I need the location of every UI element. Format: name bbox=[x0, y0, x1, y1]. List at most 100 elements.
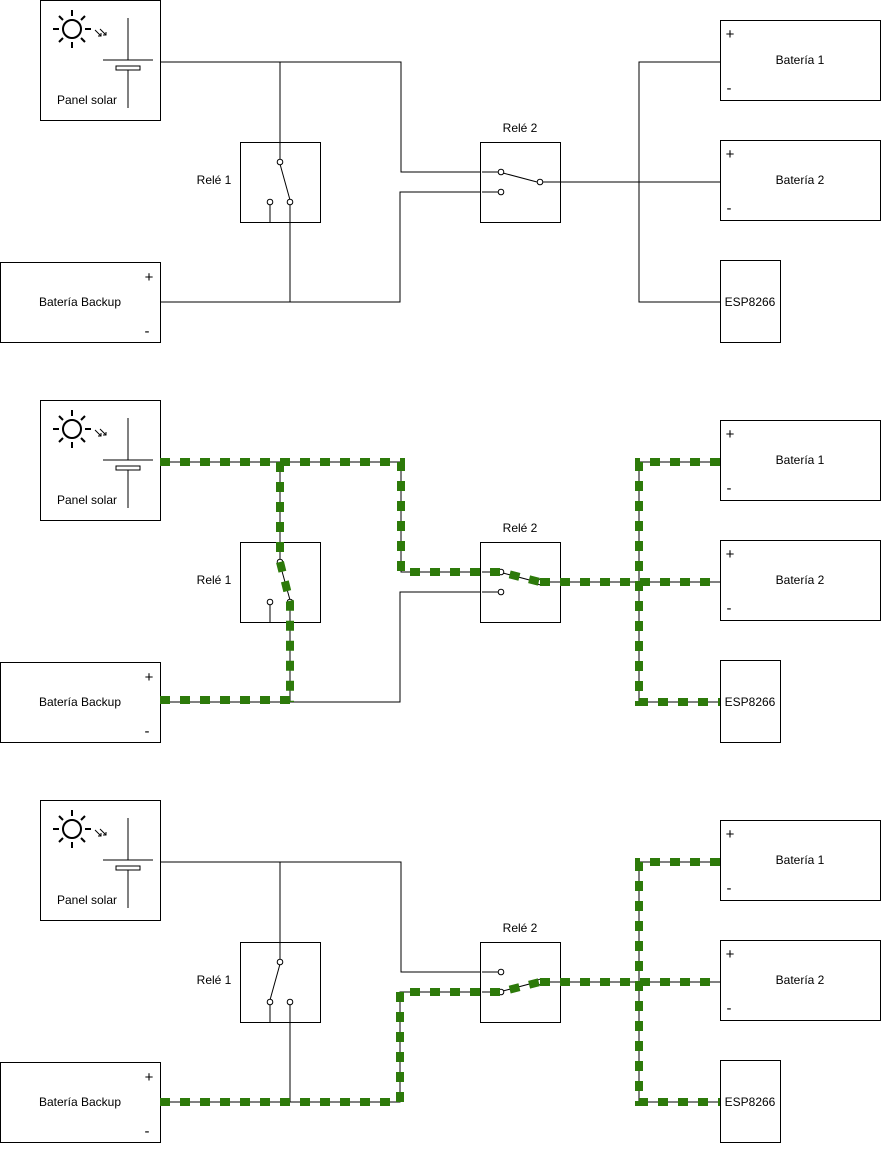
esp8266-label: ESP8266 bbox=[725, 695, 776, 709]
bateria-backup-box bbox=[0, 262, 161, 343]
bateria-1: Batería 1 + - bbox=[720, 420, 881, 501]
bateria-2-box bbox=[720, 540, 881, 621]
switch-contact bbox=[536, 178, 544, 186]
bateria-2-label: Batería 2 bbox=[776, 573, 825, 587]
relay-switch-icon bbox=[482, 168, 560, 196]
switch-contact bbox=[266, 598, 274, 606]
flow-backup-rele2 bbox=[160, 978, 541, 1106]
bateria-backup: Batería Backup + - bbox=[0, 662, 161, 743]
wire-backup bbox=[160, 191, 480, 303]
bateria-1-box bbox=[720, 820, 881, 901]
flow-solar bbox=[160, 458, 541, 586]
solar-panel: Panel solar bbox=[40, 0, 161, 121]
bateria-1: Batería 1 + - bbox=[720, 20, 881, 101]
rele-2: Relé 2 bbox=[480, 121, 561, 223]
rele-2: Relé 2 bbox=[480, 521, 561, 623]
plus-terminal: + bbox=[726, 826, 735, 843]
plus-terminal: + bbox=[726, 426, 735, 443]
solar-panel-label: Panel solar bbox=[57, 893, 117, 907]
switch-contact bbox=[497, 968, 505, 976]
bateria-backup-label: Batería Backup bbox=[39, 295, 121, 309]
switch-contact bbox=[497, 588, 505, 596]
esp8266-box bbox=[720, 660, 781, 743]
minus-terminal: - bbox=[727, 600, 732, 617]
plus-terminal: + bbox=[726, 146, 735, 163]
bateria-2-box bbox=[720, 940, 881, 1021]
solar-panel: Panel solar bbox=[40, 400, 161, 521]
rele-1: Relé 1 bbox=[197, 142, 321, 223]
switch-contact bbox=[266, 198, 274, 206]
switch-contact bbox=[276, 158, 284, 166]
minus-terminal: - bbox=[145, 723, 150, 740]
switch-contact bbox=[286, 998, 294, 1006]
plus-terminal: + bbox=[726, 946, 735, 963]
rele-1-label: Relé 1 bbox=[197, 573, 232, 587]
minus-terminal: - bbox=[727, 480, 732, 497]
esp8266: ESP8266 bbox=[720, 660, 781, 743]
esp8266: ESP8266 bbox=[720, 260, 781, 343]
relay-switch-icon bbox=[266, 942, 294, 1022]
relay-switch-icon bbox=[266, 142, 294, 222]
bateria-1-label: Batería 1 bbox=[776, 853, 825, 867]
bateria-1-label: Batería 1 bbox=[776, 453, 825, 467]
bateria-backup-box bbox=[0, 1062, 161, 1143]
bateria-1-box bbox=[720, 420, 881, 501]
bateria-2: Batería 2 + - bbox=[720, 540, 881, 621]
bateria-backup: Batería Backup + - bbox=[0, 1062, 161, 1143]
rele-2-label: Relé 2 bbox=[503, 921, 538, 935]
wire-out-bus bbox=[638, 61, 720, 303]
plus-terminal: + bbox=[726, 546, 735, 563]
rele-1: Relé 1 bbox=[197, 942, 321, 1023]
solar-panel-label: Panel solar bbox=[57, 493, 117, 507]
wires bbox=[160, 61, 720, 303]
minus-terminal: - bbox=[727, 1000, 732, 1017]
flow-solar-rele1 bbox=[276, 462, 294, 702]
minus-terminal: - bbox=[727, 880, 732, 897]
plus-terminal: + bbox=[145, 1069, 154, 1086]
rele-2-label: Relé 2 bbox=[503, 521, 538, 535]
minus-terminal: - bbox=[727, 80, 732, 97]
switch-contact bbox=[276, 958, 284, 966]
flow-out-bus bbox=[635, 458, 720, 706]
esp8266-box bbox=[720, 260, 781, 343]
bateria-2-label: Batería 2 bbox=[776, 173, 825, 187]
minus-terminal: - bbox=[145, 1123, 150, 1140]
bateria-2-label: Batería 2 bbox=[776, 973, 825, 987]
minus-terminal: - bbox=[145, 323, 150, 340]
esp8266-label: ESP8266 bbox=[725, 1095, 776, 1109]
solar-panel: Panel solar bbox=[40, 800, 161, 921]
switch-contact bbox=[497, 168, 505, 176]
plus-terminal: + bbox=[726, 26, 735, 43]
flow-out-bus bbox=[635, 858, 720, 1106]
switch-contact bbox=[497, 188, 505, 196]
rele-1-label: Relé 1 bbox=[197, 973, 232, 987]
bateria-backup-label: Batería Backup bbox=[39, 695, 121, 709]
bateria-backup: Batería Backup + - bbox=[0, 262, 161, 343]
bateria-2: Batería 2 + - bbox=[720, 140, 881, 221]
bateria-2-box bbox=[720, 140, 881, 221]
rele-1-label: Relé 1 bbox=[197, 173, 232, 187]
bateria-1-box bbox=[720, 20, 881, 101]
switch-contact bbox=[266, 998, 274, 1006]
minus-terminal: - bbox=[727, 200, 732, 217]
active-flow bbox=[160, 458, 720, 706]
esp8266: ESP8266 bbox=[720, 1060, 781, 1143]
switch-contact bbox=[286, 198, 294, 206]
solar-panel-label: Panel solar bbox=[57, 93, 117, 107]
bateria-1-label: Batería 1 bbox=[776, 53, 825, 67]
rele-1: Relé 1 bbox=[197, 542, 321, 623]
active-flow bbox=[160, 858, 720, 1106]
bateria-backup-box bbox=[0, 662, 161, 743]
bateria-2: Batería 2 + - bbox=[720, 940, 881, 1021]
rele-2: Relé 2 bbox=[480, 921, 561, 1023]
plus-terminal: + bbox=[145, 269, 154, 286]
esp8266-label: ESP8266 bbox=[725, 295, 776, 309]
plus-terminal: + bbox=[145, 669, 154, 686]
esp8266-box bbox=[720, 1060, 781, 1143]
bateria-backup-label: Batería Backup bbox=[39, 1095, 121, 1109]
rele-2-label: Relé 2 bbox=[503, 121, 538, 135]
